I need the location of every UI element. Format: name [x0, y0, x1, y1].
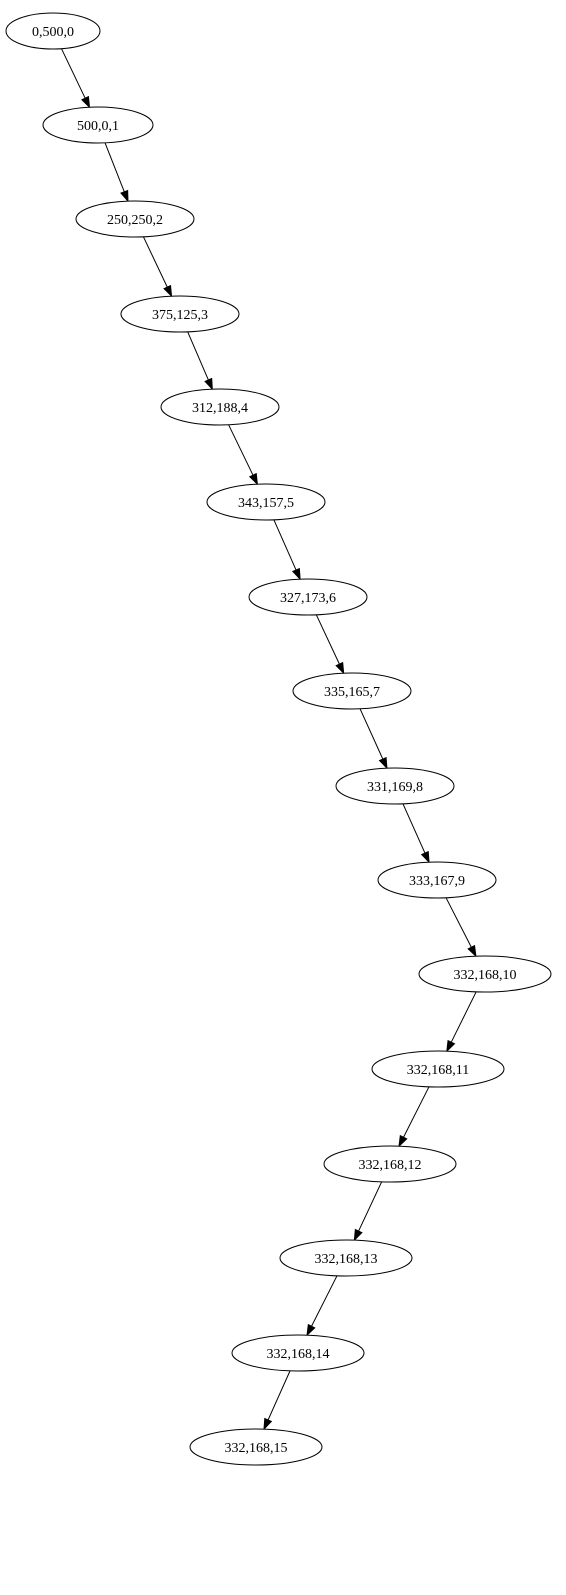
edge-n10-n11 [446, 991, 477, 1053]
node-label: 332,168,11 [407, 1063, 469, 1078]
edge-n6-n7 [315, 614, 345, 675]
edge-line [104, 142, 125, 193]
arrowhead-icon [467, 944, 477, 958]
edge-n12-n13 [353, 1181, 383, 1242]
arrowhead-icon [204, 377, 213, 391]
edge-line [402, 803, 426, 854]
edge-line [228, 424, 254, 476]
node-ellipse [248, 578, 368, 616]
node-n7: 335,165,7 [292, 672, 412, 710]
node-label: 312,188,4 [192, 401, 248, 416]
node-ellipse [189, 1428, 323, 1466]
edge-n2-n3 [142, 236, 173, 298]
edge-line [450, 991, 477, 1043]
edge-line [273, 519, 297, 571]
arrowhead-icon [263, 1417, 273, 1431]
node-ellipse [160, 388, 280, 426]
node-ellipse [279, 1239, 413, 1277]
node-n12: 332,168,12 [323, 1145, 457, 1183]
node-n0: 0,500,0 [5, 12, 101, 50]
node-label: 375,125,3 [152, 308, 208, 323]
node-n11: 332,168,11 [371, 1050, 505, 1088]
node-n9: 333,167,9 [377, 861, 497, 899]
node-label: 343,157,5 [238, 496, 294, 511]
node-label: 335,165,7 [324, 685, 380, 700]
node-n2: 250,250,2 [75, 200, 195, 238]
edge-n9-n10 [445, 897, 477, 958]
arrowhead-icon [378, 756, 388, 770]
arrowhead-icon [248, 472, 259, 486]
node-n10: 332,168,10 [418, 955, 552, 993]
arrowhead-icon [353, 1228, 363, 1242]
node-n15: 332,168,15 [189, 1428, 323, 1466]
edge-n8-n9 [402, 803, 430, 864]
edge-n7-n8 [359, 708, 388, 770]
node-ellipse [75, 200, 195, 238]
node-label: 332,168,12 [359, 1158, 422, 1173]
node-label: 332,168,10 [454, 968, 517, 983]
edges-layer [61, 48, 477, 1431]
node-n14: 332,168,14 [231, 1334, 365, 1372]
edge-line [403, 1086, 430, 1138]
arrowhead-icon [120, 189, 129, 203]
arrowhead-icon [306, 1323, 316, 1337]
node-n13: 332,168,13 [279, 1239, 413, 1277]
node-ellipse [120, 295, 240, 333]
edge-line [359, 708, 384, 760]
node-ellipse [371, 1050, 505, 1088]
node-ellipse [292, 672, 412, 710]
edge-n11-n12 [398, 1086, 430, 1148]
nodes-layer: 0,500,0 500,0,1 250,250,2 375,125,3 312,188,… [5, 12, 552, 1466]
node-label: 332,168,13 [315, 1252, 378, 1267]
node-ellipse [206, 483, 326, 521]
node-n8: 331,169,8 [335, 767, 455, 805]
edge-n4-n5 [228, 424, 259, 486]
node-ellipse [231, 1334, 365, 1372]
node-ellipse [418, 955, 552, 993]
node-label: 327,173,6 [280, 591, 336, 606]
node-n3: 375,125,3 [120, 295, 240, 333]
arrowhead-icon [163, 284, 173, 298]
node-label: 500,0,1 [77, 119, 119, 134]
edge-line [315, 614, 340, 665]
edge-line [358, 1181, 383, 1232]
node-n6: 327,173,6 [248, 578, 368, 616]
node-label: 331,169,8 [367, 780, 423, 795]
edge-n1-n2 [104, 142, 129, 203]
node-label: 250,250,2 [107, 213, 163, 228]
node-label: 0,500,0 [32, 25, 74, 40]
arrowhead-icon [420, 850, 430, 864]
edge-line [311, 1275, 338, 1327]
arrowhead-icon [398, 1134, 408, 1148]
arrowhead-icon [291, 567, 301, 581]
node-ellipse [377, 861, 497, 899]
arrowhead-icon [81, 95, 91, 109]
edge-n3-n4 [187, 331, 213, 391]
node-ellipse [5, 12, 101, 50]
node-n1: 500,0,1 [42, 106, 154, 144]
node-ellipse [335, 767, 455, 805]
arrowhead-icon [446, 1039, 456, 1053]
edge-line [267, 1370, 291, 1421]
edge-n14-n15 [263, 1370, 291, 1431]
edge-n0-n1 [61, 48, 91, 109]
node-ellipse [323, 1145, 457, 1183]
node-label: 332,168,15 [225, 1441, 288, 1456]
node-label: 333,167,9 [409, 874, 465, 889]
node-n5: 343,157,5 [206, 483, 326, 521]
node-label: 332,168,14 [267, 1347, 330, 1362]
node-ellipse [42, 106, 154, 144]
edge-line [61, 48, 86, 99]
edge-n13-n14 [306, 1275, 338, 1337]
edge-n5-n6 [273, 519, 301, 581]
edge-line [142, 236, 168, 288]
arrowhead-icon [335, 661, 345, 675]
node-n4: 312,188,4 [160, 388, 280, 426]
edge-line [445, 897, 472, 948]
edge-line [187, 331, 209, 381]
